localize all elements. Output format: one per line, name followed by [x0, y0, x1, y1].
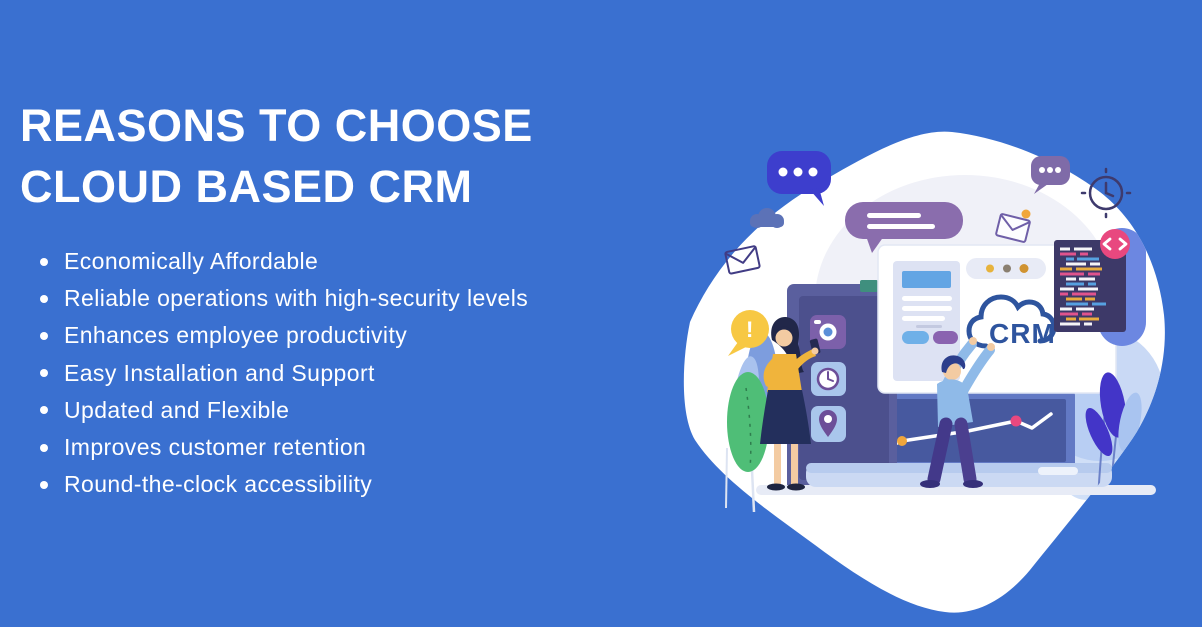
bullet-dot — [40, 332, 48, 340]
alert-label: ! — [746, 317, 753, 342]
list-item: Improves customer retention — [24, 429, 528, 466]
bullet-dot — [40, 257, 48, 266]
code-panel-icon — [1054, 228, 1146, 346]
list-item-label: Economically Affordable — [64, 248, 319, 274]
camera-icon — [810, 315, 846, 349]
chat-dots-bubble-icon — [767, 151, 831, 206]
envelope-notification-icon — [995, 209, 1031, 243]
list-item: Updated and Flexible — [24, 392, 528, 429]
laptop-base — [806, 463, 1112, 487]
list-item: Round-the-clock accessibility — [24, 466, 528, 503]
line-chart-icon — [873, 412, 1053, 454]
bullet-dot — [40, 480, 48, 489]
cloud-outline-icon — [876, 153, 934, 172]
envelope-icon — [724, 245, 761, 275]
message-bubble-icon — [845, 202, 963, 253]
clock-tile-icon — [811, 362, 846, 396]
list-item-label: Updated and Flexible — [64, 396, 290, 423]
list-item-label: Improves customer retention — [64, 434, 367, 461]
page-title-line-2: CLOUD BASED CRM — [20, 161, 473, 212]
location-pin-icon — [811, 406, 846, 442]
list-item-label: Enhances employee productivity — [64, 322, 408, 349]
alert-exclamation-bubble-icon: ! — [728, 310, 769, 356]
man-figure — [920, 337, 995, 488]
crm-cloud-logo: CRM — [966, 294, 1057, 349]
woman-figure — [760, 316, 821, 491]
bullet-dot — [40, 294, 48, 303]
bullet-dot — [40, 443, 48, 452]
floor-shadow — [756, 485, 1156, 495]
page-title-line-1: REASONS TO CHOOSE — [20, 100, 533, 151]
browser-dots — [966, 258, 1046, 279]
tablet-panel — [787, 280, 897, 492]
bullet-dot — [40, 369, 48, 378]
reasons-list: Economically Affordable Reliable operati… — [24, 243, 528, 503]
list-item: Economically Affordable — [24, 243, 528, 280]
list-item-label: Reliable operations with high-security l… — [64, 285, 529, 312]
list-item-label: Round-the-clock accessibility — [64, 471, 373, 498]
mini-chat-bubble-icon — [1031, 156, 1070, 194]
list-item: Easy Installation and Support — [24, 355, 528, 392]
crm-label: CRM — [989, 318, 1056, 349]
form-card — [893, 261, 960, 381]
bullet-dot — [40, 406, 48, 415]
list-item: Reliable operations with high-security l… — [24, 280, 528, 317]
list-item-label: Easy Installation and Support — [64, 359, 375, 386]
clock-icon — [1080, 167, 1132, 219]
cloud-icon — [750, 208, 784, 228]
code-badge-icon — [1100, 229, 1130, 259]
list-item: Enhances employee productivity — [24, 317, 528, 354]
hero-header: REASONS TO CHOOSE CLOUD BASED CRM — [20, 95, 533, 217]
